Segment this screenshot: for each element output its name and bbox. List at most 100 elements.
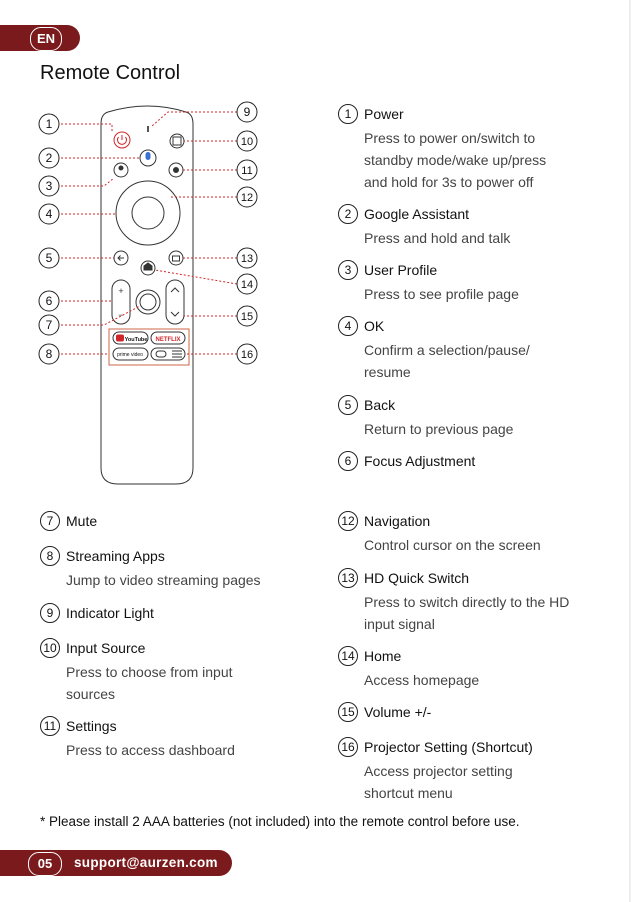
svg-text:15: 15 bbox=[241, 311, 253, 323]
svg-text:12: 12 bbox=[241, 192, 253, 204]
callout-3: 3 bbox=[38, 175, 60, 197]
page-edge bbox=[629, 0, 631, 902]
callout-5: 5 bbox=[38, 247, 60, 269]
item-desc-line: Press and hold and talk bbox=[364, 230, 511, 246]
item-mute: 7 Mute bbox=[40, 511, 97, 531]
callout-13: 13 bbox=[236, 247, 258, 269]
item-number: 8 bbox=[40, 546, 60, 566]
item-number: 6 bbox=[338, 451, 358, 471]
callout-10: 10 bbox=[236, 130, 258, 152]
item-desc-line: Control cursor on the screen bbox=[364, 537, 541, 553]
item-title: Input Source bbox=[66, 640, 146, 656]
item-desc-line: Press to see profile page bbox=[364, 286, 519, 302]
item-number: 14 bbox=[338, 646, 358, 666]
netflix-button bbox=[150, 331, 186, 345]
item-number: 5 bbox=[338, 395, 358, 415]
callout-11: 11 bbox=[236, 159, 258, 181]
svg-text:+: + bbox=[118, 286, 123, 296]
callout-1: 1 bbox=[38, 113, 60, 135]
volume-rocker bbox=[165, 279, 185, 325]
item-title: Home bbox=[364, 648, 402, 664]
item-title: Streaming Apps bbox=[66, 548, 165, 564]
callout-14: 14 bbox=[236, 273, 258, 295]
svg-text:14: 14 bbox=[241, 279, 253, 291]
svg-text:8: 8 bbox=[46, 347, 53, 361]
item-number: 2 bbox=[338, 204, 358, 224]
callout-6: 6 bbox=[38, 290, 60, 312]
focus-rocker bbox=[111, 279, 131, 325]
svg-text:9: 9 bbox=[244, 105, 251, 119]
item-number: 12 bbox=[338, 511, 358, 531]
svg-text:4: 4 bbox=[46, 207, 53, 221]
item-title: Volume +/- bbox=[364, 704, 432, 720]
item-number: 15 bbox=[338, 702, 358, 722]
callout-4: 4 bbox=[38, 203, 60, 225]
item-number: 13 bbox=[338, 568, 358, 588]
callout-16: 16 bbox=[236, 343, 258, 365]
youtube-logo-text: YouTube bbox=[125, 337, 148, 343]
netflix-logo-text: NETFLIX bbox=[156, 337, 181, 343]
item-title: Settings bbox=[66, 718, 117, 734]
svg-text:6: 6 bbox=[46, 294, 53, 308]
svg-text:11: 11 bbox=[241, 165, 252, 177]
item-title: OK bbox=[364, 318, 385, 334]
svg-text:1: 1 bbox=[46, 117, 53, 131]
navigation-ring bbox=[115, 180, 181, 246]
prime-logo-text: prime video bbox=[117, 352, 143, 358]
assistant-button bbox=[139, 149, 157, 167]
projector-setting-button bbox=[150, 347, 186, 361]
item-number: 3 bbox=[338, 260, 358, 280]
item-desc-line: Press to choose from input bbox=[66, 664, 233, 680]
remote-illustration: + − YouTube NETFLIX prime video bbox=[38, 101, 258, 485]
callout-8: 8 bbox=[38, 343, 60, 365]
item-ok: 4 OK Confirm a selection/pause/resume bbox=[338, 316, 530, 383]
item-number: 11 bbox=[40, 716, 60, 736]
item-desc-line: Press to switch directly to the HD bbox=[364, 594, 570, 610]
item-title: Mute bbox=[66, 513, 98, 529]
item-title: Indicator Light bbox=[66, 605, 154, 621]
item-number: 16 bbox=[338, 737, 358, 757]
item-focus-adjustment: 6 Focus Adjustment bbox=[338, 451, 475, 471]
item-home: 14 Home Access homepage bbox=[338, 646, 479, 691]
item-desc-line: resume bbox=[364, 364, 411, 380]
item-title: Focus Adjustment bbox=[364, 453, 476, 469]
item-navigation: 12 Navigation Control cursor on the scree… bbox=[338, 511, 541, 556]
language-badge: EN bbox=[30, 27, 62, 51]
input-source-button bbox=[169, 133, 185, 149]
page-number: 05 bbox=[28, 852, 62, 876]
item-title: Navigation bbox=[364, 513, 431, 529]
item-number: 4 bbox=[338, 316, 358, 336]
power-button bbox=[113, 131, 131, 149]
streaming-apps-box bbox=[108, 328, 190, 366]
item-number: 1 bbox=[338, 104, 358, 124]
remote-body bbox=[100, 105, 194, 485]
prime-button bbox=[112, 347, 149, 361]
callout-9: 9 bbox=[236, 101, 258, 123]
hd-switch-button bbox=[168, 250, 184, 266]
svg-text:16: 16 bbox=[241, 349, 253, 361]
support-email[interactable]: support@aurzen.com bbox=[74, 855, 218, 870]
youtube-button bbox=[112, 331, 149, 345]
svg-text:5: 5 bbox=[46, 251, 53, 265]
item-desc-line: Confirm a selection/pause/ bbox=[364, 342, 530, 358]
callout-2: 2 bbox=[38, 147, 60, 169]
item-desc-line: standby mode/wake up/press bbox=[364, 152, 547, 168]
svg-text:2: 2 bbox=[46, 151, 53, 165]
item-desc-line: Press to access dashboard bbox=[66, 742, 235, 758]
svg-text:−: − bbox=[118, 310, 123, 320]
svg-text:7: 7 bbox=[46, 318, 53, 332]
svg-text:13: 13 bbox=[241, 253, 253, 265]
home-button bbox=[140, 260, 156, 276]
page-title: Remote Control bbox=[40, 62, 181, 84]
item-number: 7 bbox=[40, 511, 60, 531]
item-desc-line: and hold for 3s to power off bbox=[364, 174, 534, 190]
item-desc-line: Access homepage bbox=[364, 672, 480, 688]
item-title: Power bbox=[364, 106, 404, 122]
item-desc-line: Access projector setting bbox=[364, 763, 513, 779]
